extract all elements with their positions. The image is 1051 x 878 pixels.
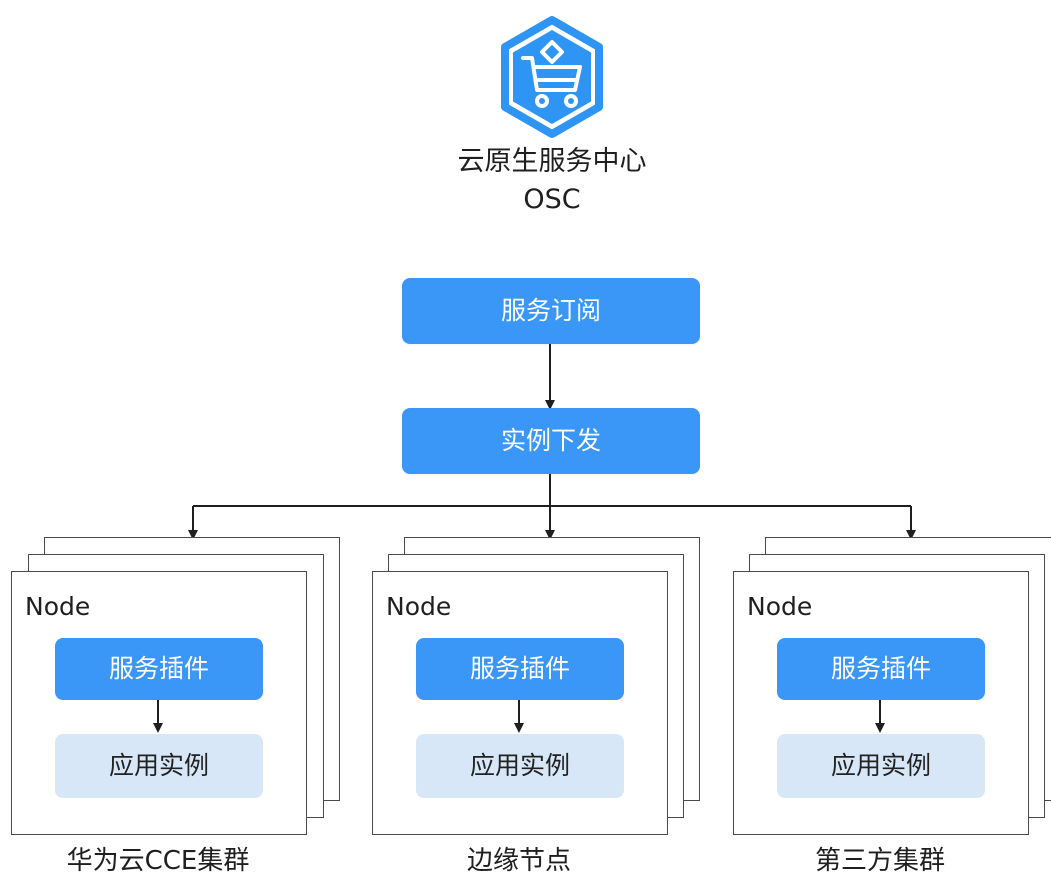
app-instance-box: 应用实例: [777, 734, 985, 798]
third-party-cluster-caption: 第三方集群: [814, 846, 945, 876]
shopping-cart-hexagon-icon: [501, 16, 603, 138]
service-plugin-box: 服务插件: [55, 638, 263, 700]
app-instance-box: 应用实例: [416, 734, 624, 798]
service-name: 云原生服务中心: [457, 146, 647, 177]
edge-node-card: Node 服务插件 应用实例: [372, 571, 668, 835]
node-label: Node: [386, 592, 452, 621]
service-subscribe-box: 服务订阅: [402, 278, 700, 344]
node-label: Node: [25, 592, 91, 621]
service-plugin-box: 服务插件: [777, 638, 985, 700]
service-abbreviation: OSC: [523, 184, 581, 215]
service-plugin-box: 服务插件: [416, 638, 624, 700]
cce-cluster-caption: 华为云CCE集群: [66, 846, 250, 876]
node-label: Node: [747, 592, 813, 621]
app-instance-box: 应用实例: [55, 734, 263, 798]
cce-node-card: Node 服务插件 应用实例: [11, 571, 307, 835]
edge-nodes-caption: 边缘节点: [466, 846, 571, 876]
instance-deploy-box: 实例下发: [402, 408, 700, 474]
cloud-native-service-center-logo: [496, 14, 608, 140]
